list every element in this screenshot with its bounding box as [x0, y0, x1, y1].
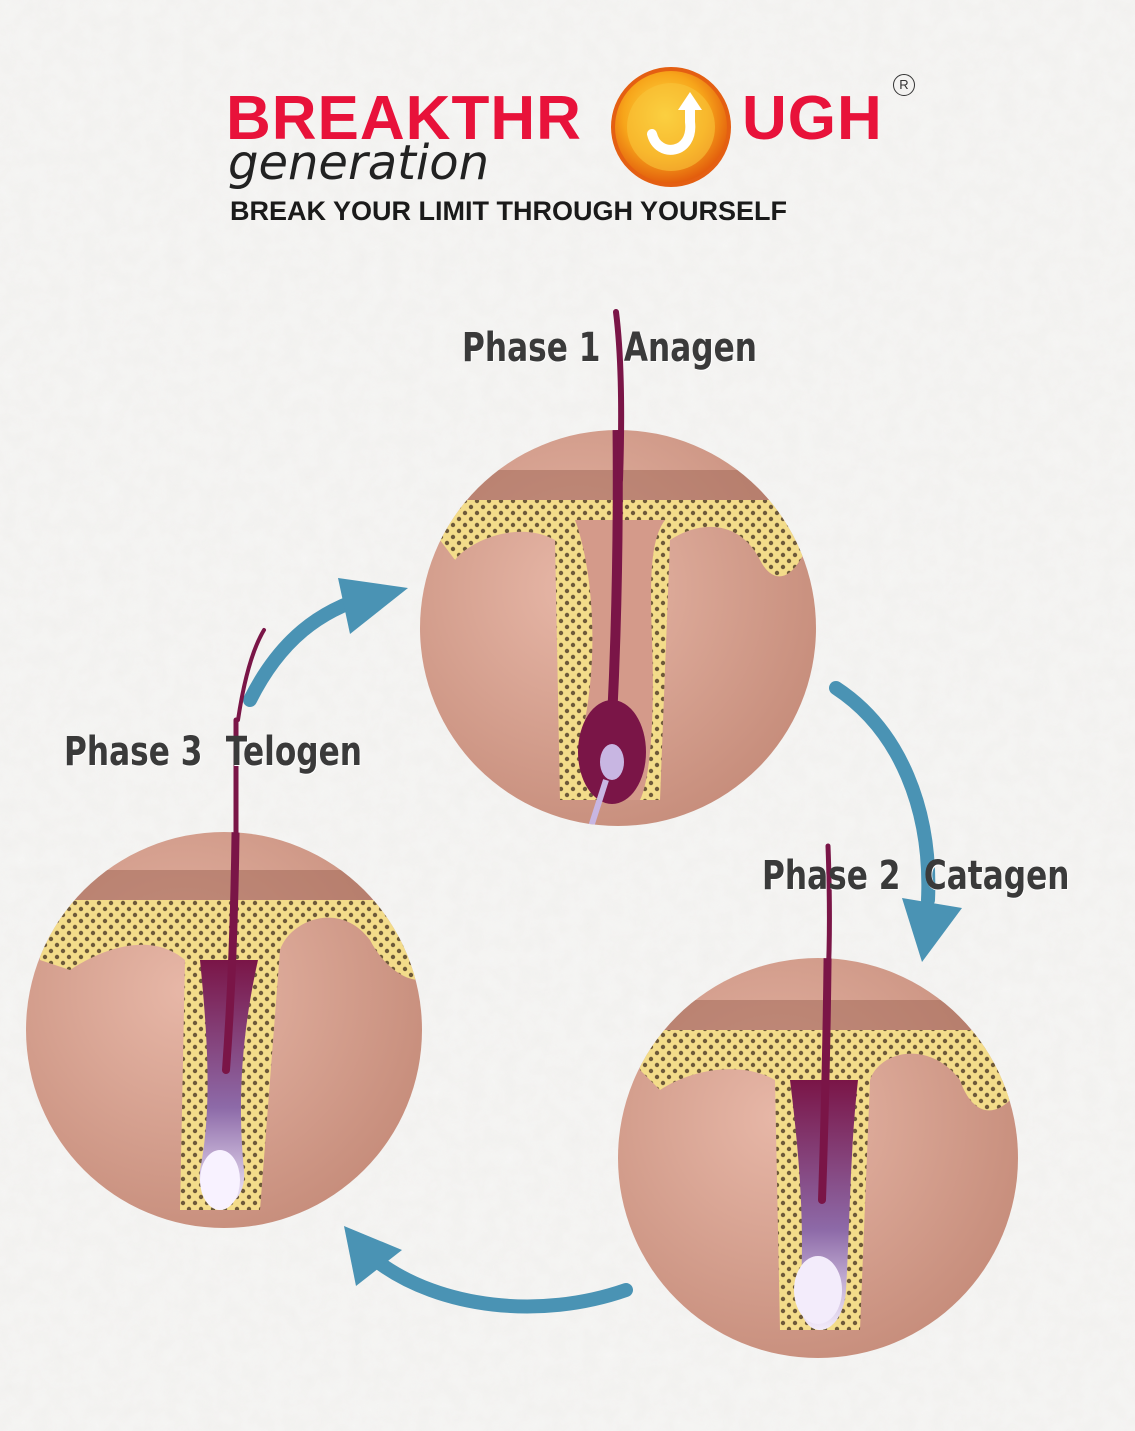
orange-circle-up-arrow-icon: [611, 67, 731, 187]
phase-2-label: Phase 2 Catagen: [762, 854, 1069, 898]
brand-subtitle: generation: [228, 135, 490, 191]
arrowhead-2: [902, 898, 962, 962]
follicle-phase-3: [26, 628, 422, 1228]
phase-2-number: Phase 2: [762, 853, 901, 899]
phase-1-name: Anagen: [623, 325, 757, 371]
follicle-phase-2: [618, 843, 1018, 1358]
arrowhead-3: [344, 1226, 402, 1286]
phase-3-name: Telogen: [225, 729, 362, 775]
phase-2-name: Catagen: [923, 853, 1070, 899]
phase-3-number: Phase 3: [64, 729, 203, 775]
brand-name-left: BREAKTHR: [226, 84, 582, 153]
registered-mark: R: [893, 74, 915, 96]
arrow-phase2-to-phase3: [371, 1255, 633, 1314]
follicle-phase-1: [420, 309, 816, 826]
phase-1-label: Phase 1 Anagen: [462, 326, 757, 370]
brand-logo: BREAKTHR UGH R generation BREAK YOUR LIM…: [0, 0, 1135, 240]
phase-3-label: Phase 3 Telogen: [64, 730, 362, 774]
phase-1-number: Phase 1: [462, 325, 601, 371]
arrow-phase1-to-phase2: [829, 681, 936, 907]
brand-tagline: BREAK YOUR LIMIT THROUGH YOURSELF: [230, 196, 788, 226]
cycle-arrows: [243, 578, 962, 1314]
arrowhead-1: [338, 578, 408, 634]
brand-name-right: UGH: [742, 84, 883, 153]
